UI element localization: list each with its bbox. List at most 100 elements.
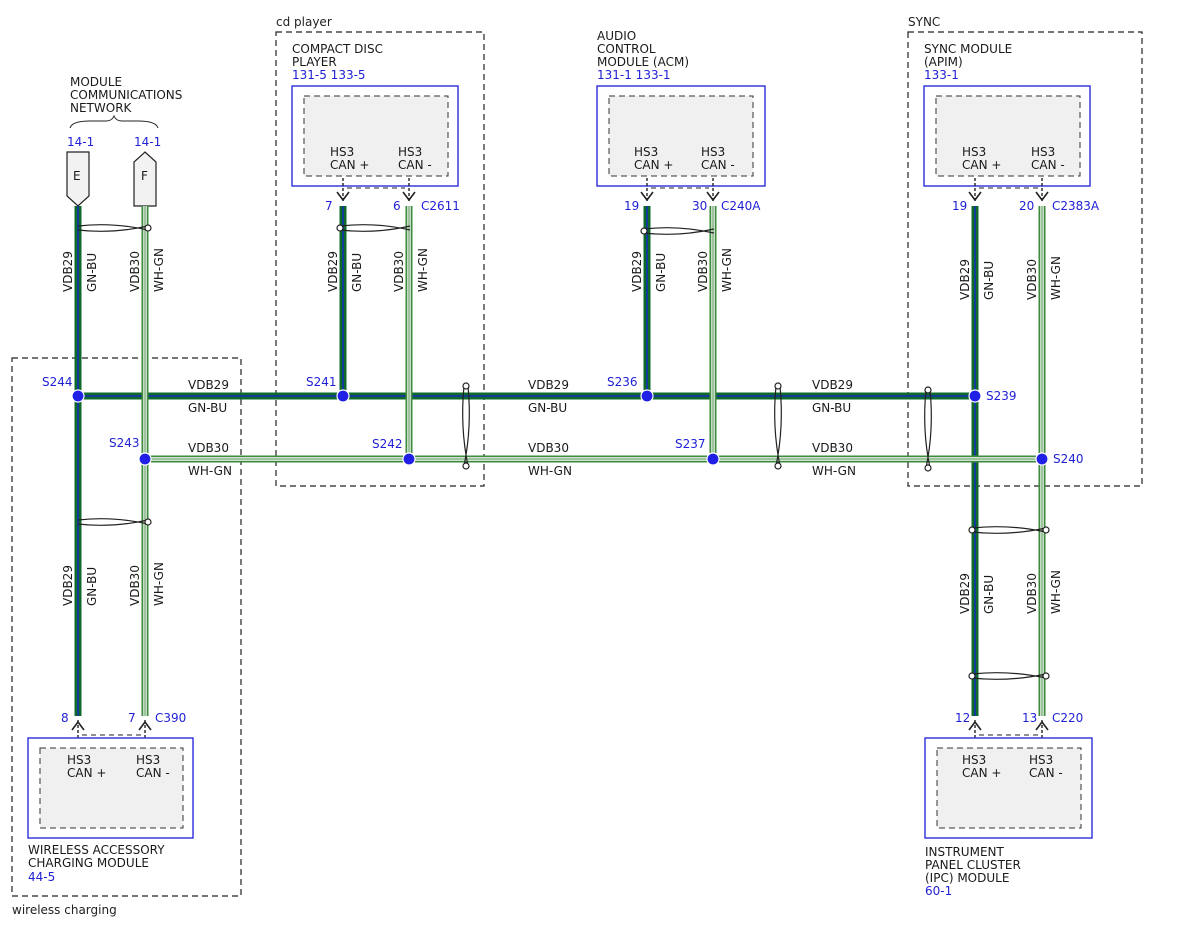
audio-control-module: AUDIO CONTROL MODULE (ACM) 131-1 133-1 H… bbox=[596, 29, 766, 213]
wireless-charging-option-box bbox=[11, 357, 242, 897]
connector-f-label: F bbox=[141, 169, 148, 183]
splice-label-s243: S243 bbox=[109, 436, 140, 450]
wire-label-vdb30: VDB30 bbox=[392, 251, 406, 292]
splice-label-s237: S237 bbox=[675, 437, 706, 451]
sync-option-box bbox=[907, 31, 1143, 487]
wireless-charging-option-label: wireless charging bbox=[12, 903, 117, 917]
pin-label: CAN + bbox=[67, 766, 106, 780]
splices: S244 S243 S241 S242 S236 S237 S239 S240 bbox=[42, 375, 1084, 466]
pin-number: 6 bbox=[393, 199, 401, 213]
compact-disc-player-module: COMPACT DISC PLAYER 131-5 133-5 HS3 CAN … bbox=[291, 42, 460, 213]
module-name: SYNC MODULE bbox=[924, 42, 1012, 56]
wire-label-wh-gn: WH-GN bbox=[1049, 256, 1063, 300]
wire-label-vdb29: VDB29 bbox=[630, 251, 644, 292]
connector-id: C2611 bbox=[421, 199, 460, 213]
connector-e-label: E bbox=[73, 169, 81, 183]
module-refs: 131-5 133-5 bbox=[292, 68, 366, 82]
twisted-pair-markers bbox=[77, 224, 1050, 680]
pin-label: CAN - bbox=[701, 158, 735, 172]
wire-label-gn-bu: GN-BU bbox=[812, 401, 851, 415]
connector-id: C390 bbox=[155, 711, 186, 725]
splice-label-s244: S244 bbox=[42, 375, 73, 389]
wire-label-vdb29: VDB29 bbox=[188, 378, 229, 392]
pin-number: 7 bbox=[128, 711, 136, 725]
wire-label-gn-bu: GN-BU bbox=[528, 401, 567, 415]
network-title-line-3: NETWORK bbox=[70, 101, 133, 115]
module-inner-box bbox=[39, 747, 184, 829]
module-name: PLAYER bbox=[292, 55, 337, 69]
pin-label: CAN + bbox=[634, 158, 673, 172]
horizontal-wire-labels: VDB29 GN-BU VDB29 GN-BU VDB29 GN-BU VDB3… bbox=[188, 378, 856, 478]
network-title-line-1: MODULE bbox=[70, 75, 122, 89]
pin-label: CAN - bbox=[1031, 158, 1065, 172]
sync-module-apim: SYNC MODULE (APIM) 133-1 HS3 CAN + HS3 C… bbox=[923, 42, 1100, 213]
splice-s240 bbox=[1035, 452, 1049, 466]
wire-label-vdb29: VDB29 bbox=[528, 378, 569, 392]
module-name: INSTRUMENT bbox=[925, 845, 1004, 859]
wire-label-vdb29: VDB29 bbox=[958, 573, 972, 614]
wireless-accessory-charging-module: 8 7 C390 HS3 CAN + HS3 CAN - WIRELESS AC… bbox=[27, 711, 194, 884]
wire-label-wh-gn: WH-GN bbox=[812, 464, 856, 478]
splice-label-s241: S241 bbox=[306, 375, 337, 389]
wire-label-wh-gn: WH-GN bbox=[416, 248, 430, 292]
splice-label-s236: S236 bbox=[607, 375, 638, 389]
module-name: CONTROL bbox=[597, 42, 656, 56]
wire-label-wh-gn: WH-GN bbox=[152, 562, 166, 606]
module-refs: 131-1 133-1 bbox=[597, 68, 671, 82]
module-refs: 60-1 bbox=[925, 884, 952, 898]
module-name: COMPACT DISC bbox=[292, 42, 383, 56]
splice-s237 bbox=[706, 452, 720, 466]
network-ref-e: 14-1 bbox=[67, 135, 94, 149]
wire-label-wh-gn: WH-GN bbox=[528, 464, 572, 478]
module-inner-box bbox=[608, 95, 754, 177]
vertical-wire-labels: VDB29 GN-BU VDB30 WH-GN VDB29 GN-BU VDB3… bbox=[61, 248, 1063, 614]
wire-label-vdb29: VDB29 bbox=[326, 251, 340, 292]
sync-option-label: SYNC bbox=[908, 15, 940, 29]
splice-label-s239: S239 bbox=[986, 389, 1017, 403]
wire-label-gn-bu: GN-BU bbox=[188, 401, 227, 415]
connector-id: C220 bbox=[1052, 711, 1083, 725]
splice-s242 bbox=[402, 452, 416, 466]
pin-label: CAN + bbox=[330, 158, 369, 172]
module-inner-box bbox=[935, 95, 1081, 177]
pin-label: HS3 bbox=[136, 753, 160, 767]
pin-label: HS3 bbox=[962, 753, 986, 767]
wire-label-vdb29: VDB29 bbox=[958, 259, 972, 300]
wire-label-wh-gn: WH-GN bbox=[188, 464, 232, 478]
module-name: (APIM) bbox=[924, 55, 963, 69]
network-ref-f: 14-1 bbox=[134, 135, 161, 149]
module-name: MODULE (ACM) bbox=[597, 55, 689, 69]
module-name: (IPC) MODULE bbox=[925, 871, 1009, 885]
module-refs: 133-1 bbox=[924, 68, 959, 82]
pin-number: 12 bbox=[955, 711, 970, 725]
wire-label-vdb30: VDB30 bbox=[696, 251, 710, 292]
wire-label-vdb30: VDB30 bbox=[1025, 259, 1039, 300]
wire-label-gn-bu: GN-BU bbox=[982, 575, 996, 614]
pin-number: 19 bbox=[952, 199, 967, 213]
pin-label: HS3 bbox=[701, 145, 725, 159]
wire-label-vdb30: VDB30 bbox=[812, 441, 853, 455]
pin-label: HS3 bbox=[1031, 145, 1055, 159]
pin-number: 19 bbox=[624, 199, 639, 213]
wire-label-gn-bu: GN-BU bbox=[350, 253, 364, 292]
wire-label-vdb29: VDB29 bbox=[812, 378, 853, 392]
module-name: AUDIO bbox=[597, 29, 636, 43]
wire-label-gn-bu: GN-BU bbox=[654, 253, 668, 292]
wire-label-wh-gn: WH-GN bbox=[720, 248, 734, 292]
connector-id: C240A bbox=[721, 199, 761, 213]
splice-s243 bbox=[138, 452, 152, 466]
splice-s244 bbox=[71, 389, 85, 403]
wire-label-wh-gn: WH-GN bbox=[152, 248, 166, 292]
pin-label: HS3 bbox=[330, 145, 354, 159]
pin-number: 7 bbox=[325, 199, 333, 213]
splice-s241 bbox=[336, 389, 350, 403]
pin-number: 30 bbox=[692, 199, 707, 213]
wire-label-vdb29: VDB29 bbox=[61, 251, 75, 292]
module-inner-box bbox=[303, 95, 449, 177]
pin-label: HS3 bbox=[67, 753, 91, 767]
splice-s236 bbox=[640, 389, 654, 403]
pin-label: CAN + bbox=[962, 158, 1001, 172]
network-brace bbox=[69, 114, 159, 129]
